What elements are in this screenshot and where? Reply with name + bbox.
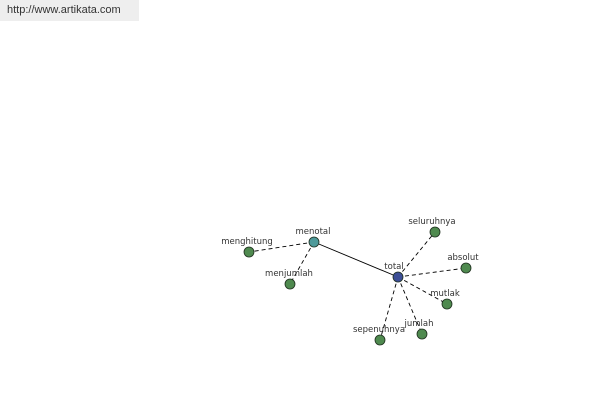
- node-seluruhnya[interactable]: [429, 226, 441, 238]
- edge-total-absolut: [397, 267, 467, 278]
- node-label-mutlak: mutlak: [430, 289, 460, 299]
- node-label-menotal: menotal: [295, 227, 330, 237]
- edge-menotal-total: [313, 241, 399, 278]
- node-label-seluruhnya: seluruhnya: [408, 217, 455, 227]
- edge-total-jumlah: [397, 276, 423, 335]
- node-absolut[interactable]: [460, 262, 472, 274]
- labels-layer: menotal total menghitung menjumlah seluruhny…: [221, 217, 479, 335]
- node-label-total: total: [384, 262, 403, 272]
- node-sepenuhnya[interactable]: [374, 334, 386, 346]
- node-jumlah[interactable]: [416, 328, 428, 340]
- node-menjumlah[interactable]: [284, 278, 296, 290]
- node-menghitung[interactable]: [243, 246, 255, 258]
- edge-total-sepenuhnya: [379, 276, 399, 341]
- edges-layer: [248, 231, 467, 341]
- edge-menotal-menghitung: [248, 241, 315, 253]
- edge-total-seluruhnya: [397, 231, 436, 278]
- node-label-sepenuhnya: sepenuhnya: [353, 325, 405, 335]
- source-url-banner[interactable]: http://www.artikata.com: [0, 0, 139, 21]
- edge-total-mutlak: [397, 276, 448, 305]
- node-label-jumlah: jumlah: [404, 319, 434, 329]
- node-label-absolut: absolut: [447, 253, 479, 263]
- node-label-menjumlah: menjumlah: [265, 269, 313, 279]
- node-total[interactable]: [392, 271, 404, 283]
- node-menotal[interactable]: [308, 236, 320, 248]
- node-mutlak[interactable]: [441, 298, 453, 310]
- edge-menotal-menjumlah: [289, 241, 315, 285]
- node-label-menghitung: menghitung: [221, 237, 273, 247]
- nodes-layer: [243, 226, 472, 346]
